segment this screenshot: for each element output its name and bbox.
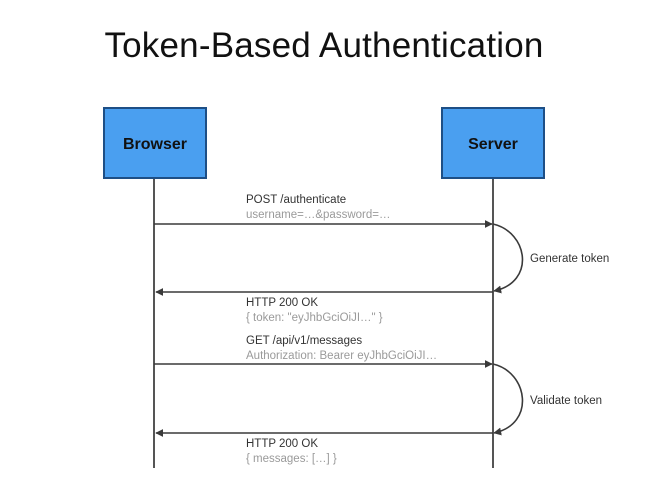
message-2-detail: { token: "eyJhbGciOiJI…" } [246,312,383,324]
message-2-label: HTTP 200 OK [246,297,318,309]
message-1-label: POST /authenticate [246,194,346,206]
message-3-label: GET /api/v1/messages [246,335,362,347]
message-4-label: HTTP 200 OK [246,438,318,450]
server-label: Server [468,136,518,153]
server-box [441,107,545,179]
self-action-generate-token: Generate token [492,223,609,294]
diagram-title: Token-Based Authentication [104,26,544,65]
message-messages-response: HTTP 200 OK { messages: […] } [155,429,493,465]
validate-token-label: Validate token [530,395,602,407]
browser-label: Browser [123,136,187,153]
message-authenticate-request: POST /authenticate username=…&password=… [154,194,493,228]
server-actor: Server [441,107,545,179]
browser-actor: Browser [103,107,207,179]
generate-token-label: Generate token [530,253,609,265]
generate-token-loop-arrow [492,223,524,294]
message-messages-request: GET /api/v1/messages Authorization: Bear… [154,335,493,368]
message-1-detail: username=…&password=… [246,209,390,221]
browser-box [103,107,207,179]
message-3-detail: Authorization: Bearer eyJhbGciOiJI… [246,350,437,362]
validate-token-loop-arrow [492,363,524,436]
message-4-detail: { messages: […] } [246,453,337,465]
message-token-response: HTTP 200 OK { token: "eyJhbGciOiJI…" } [155,288,493,324]
self-action-validate-token: Validate token [492,363,602,436]
